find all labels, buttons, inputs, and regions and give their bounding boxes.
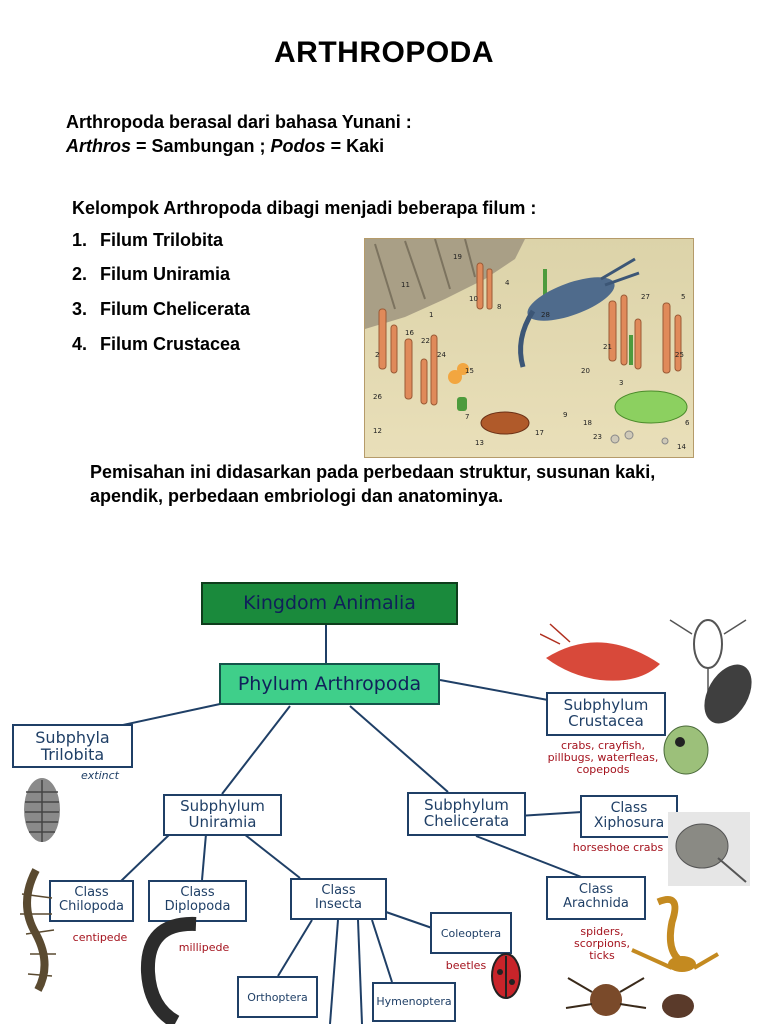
fossil-label: 7 bbox=[465, 413, 469, 421]
fossil-label: 22 bbox=[421, 337, 430, 345]
filum-item: 1.Filum Trilobita bbox=[72, 230, 224, 250]
order-hymenoptera-box: Hymenoptera bbox=[372, 982, 456, 1022]
cambrian-seabed-illustration: 19 11 10 8 28 27 5 22 16 2 24 21 25 26 1… bbox=[364, 238, 694, 458]
trilobite-fossil-image bbox=[24, 778, 60, 842]
beetle-image bbox=[491, 953, 521, 999]
fossil-label: 21 bbox=[603, 343, 612, 351]
shrimp-image bbox=[540, 623, 660, 681]
fossil-label: 2 bbox=[375, 351, 379, 359]
fossil-label: 13 bbox=[475, 439, 484, 447]
spider-image bbox=[565, 977, 647, 1016]
chilopoda-caption: centipede bbox=[72, 931, 128, 944]
intro-text: Arthropoda berasal dari bahasa Yunani : … bbox=[66, 110, 412, 158]
fossil-label: 6 bbox=[685, 419, 690, 427]
tick-image bbox=[662, 994, 694, 1018]
coleoptera-caption: beetles bbox=[445, 959, 487, 972]
fossil-label: 9 bbox=[563, 411, 567, 419]
fossil-label: 4 bbox=[505, 279, 510, 287]
fossil-label: 28 bbox=[541, 311, 550, 319]
phylum-arthropoda-box: Phylum Arthropoda bbox=[219, 663, 440, 705]
fossil-label: 12 bbox=[373, 427, 382, 435]
fossil-label: 8 bbox=[497, 303, 501, 311]
fossil-label: 15 bbox=[465, 367, 474, 375]
explanation-note: Pemisahan ini didasarkan pada perbedaan … bbox=[90, 462, 656, 506]
scorpion-image bbox=[631, 896, 720, 972]
fossil-label: 16 bbox=[405, 329, 414, 337]
intro-line-2: Arthros = Sambungan ; Podos = Kaki bbox=[66, 134, 412, 158]
filum-item: 4.Filum Crustacea bbox=[72, 334, 241, 354]
diplopoda-caption: millipede bbox=[178, 941, 230, 954]
fossil-label: 1 bbox=[429, 311, 433, 319]
fossil-label: 27 bbox=[641, 293, 650, 301]
fossil-label: 23 bbox=[593, 433, 602, 441]
meaning-podos: = Kaki bbox=[325, 136, 385, 156]
fossil-label: 3 bbox=[619, 379, 623, 387]
order-coleoptera-box: Coleoptera bbox=[430, 912, 512, 954]
meaning-arthros: = Sambungan ; bbox=[131, 136, 271, 156]
filum-item: 3.Filum Chelicerata bbox=[72, 299, 251, 319]
centipede-image bbox=[20, 868, 56, 992]
fossil-label: 26 bbox=[373, 393, 382, 401]
fossil-label: 19 bbox=[453, 253, 462, 261]
fossil-label: 14 bbox=[677, 443, 686, 451]
fossil-label: 18 bbox=[583, 419, 592, 427]
trilobita-caption: extinct bbox=[81, 769, 119, 782]
arachnida-caption: spiders,scorpions,ticks bbox=[574, 925, 630, 962]
term-podos: Podos bbox=[270, 136, 326, 156]
xiphosura-caption: horseshoe crabs bbox=[572, 841, 664, 854]
kingdom-animalia-box: Kingdom Animalia bbox=[201, 582, 458, 625]
fossil-label: 20 bbox=[581, 367, 590, 375]
order-orthoptera-box: Orthoptera bbox=[237, 976, 318, 1018]
millipede-image bbox=[140, 916, 197, 1024]
pillbug-image bbox=[704, 664, 752, 724]
horseshoe-crab-image bbox=[668, 812, 750, 886]
waterflea-image bbox=[663, 725, 709, 775]
intro-line-1: Arthropoda berasal dari bahasa Yunani : bbox=[66, 112, 412, 132]
page-title: ARTHROPODA bbox=[274, 36, 494, 69]
fossil-label: 24 bbox=[437, 351, 446, 359]
crustacea-images bbox=[540, 619, 752, 775]
term-arthros: Arthros bbox=[66, 136, 132, 156]
filum-item: 2.Filum Uniramia bbox=[72, 264, 231, 284]
arachnida-images bbox=[565, 896, 720, 1018]
fossil-label: 11 bbox=[401, 281, 410, 289]
fossil-label: 25 bbox=[675, 351, 684, 359]
fossil-label: 17 bbox=[535, 429, 544, 437]
seabed-drawing: 19 11 10 8 28 27 5 22 16 2 24 21 25 26 1… bbox=[365, 239, 693, 457]
fossil-label: 10 bbox=[469, 295, 478, 303]
fossil-label: 5 bbox=[681, 293, 685, 301]
crustacea-caption: crabs, crayfish,pillbugs, waterfleas,cop… bbox=[547, 739, 659, 776]
lead-text: Kelompok Arthropoda dibagi menjadi beber… bbox=[72, 198, 537, 218]
